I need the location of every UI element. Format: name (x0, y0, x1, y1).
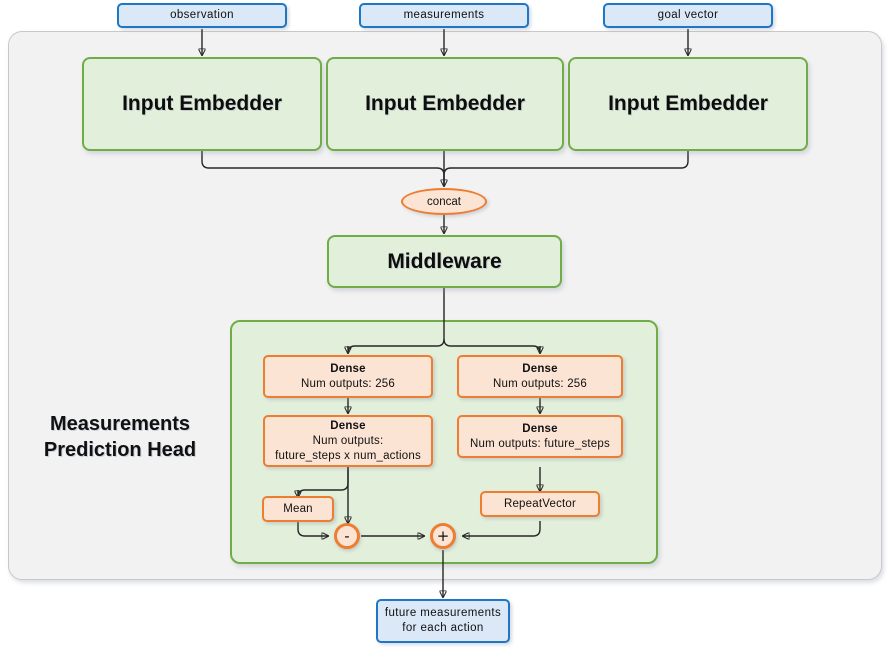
mean-box[interactable]: Mean (262, 496, 334, 522)
concat-label: concat (427, 195, 461, 208)
head-title-line1: Measurements (49, 413, 191, 435)
head-title-line2: Prediction Head (43, 439, 197, 461)
input-embedder-2-label: Input Embedder (365, 92, 525, 115)
input-embedder-1[interactable]: Input Embedder (82, 57, 322, 151)
input-box-goal-vector[interactable]: goal vector (603, 3, 773, 28)
repeat-vector-label: RepeatVector (503, 497, 577, 510)
input-embedder-3[interactable]: Input Embedder (568, 57, 808, 151)
subtract-operator-label: - (344, 526, 350, 545)
input-box-observation-label: observation (170, 9, 234, 21)
add-operator[interactable]: + (430, 523, 456, 549)
right-dense-1-title: Dense (522, 362, 558, 375)
input-embedder-3-label: Input Embedder (608, 92, 768, 115)
input-embedder-1-label: Input Embedder (122, 92, 282, 115)
middleware-label: Middleware (387, 249, 502, 273)
right-dense-2[interactable]: Dense Num outputs: future_steps (457, 415, 623, 458)
right-dense-1[interactable]: Dense Num outputs: 256 (457, 355, 623, 398)
repeat-vector-box[interactable]: RepeatVector (480, 491, 600, 517)
mean-label: Mean (283, 502, 313, 515)
concat-node[interactable]: concat (401, 188, 487, 215)
output-box-line1: future measurements (384, 607, 502, 619)
output-box-future-measurements[interactable]: future measurements for each action (376, 599, 510, 643)
right-dense-2-detail: Num outputs: future_steps (470, 437, 610, 450)
middleware-box[interactable]: Middleware (327, 235, 562, 288)
right-dense-1-detail: Num outputs: 256 (493, 377, 587, 390)
head-title: Measurements Prediction Head (20, 411, 220, 463)
left-dense-2[interactable]: Dense Num outputs: future_steps x num_ac… (263, 415, 433, 467)
input-box-measurements-label: measurements (403, 9, 485, 21)
left-dense-2-detail-line2: future_steps x num_actions (275, 449, 421, 462)
right-dense-2-title: Dense (522, 422, 558, 435)
left-dense-1-detail: Num outputs: 256 (301, 377, 395, 390)
subtract-operator[interactable]: - (334, 523, 360, 549)
left-dense-1[interactable]: Dense Num outputs: 256 (263, 355, 433, 398)
left-dense-2-title: Dense (330, 419, 366, 432)
input-embedder-2[interactable]: Input Embedder (326, 57, 564, 151)
add-operator-label: + (436, 526, 450, 545)
left-dense-1-title: Dense (330, 362, 366, 375)
input-box-goal-vector-label: goal vector (657, 9, 719, 21)
input-box-observation[interactable]: observation (117, 3, 287, 28)
input-box-measurements[interactable]: measurements (359, 3, 529, 28)
output-box-line2: for each action (402, 622, 484, 634)
left-dense-2-detail-line1: Num outputs: (312, 434, 384, 447)
